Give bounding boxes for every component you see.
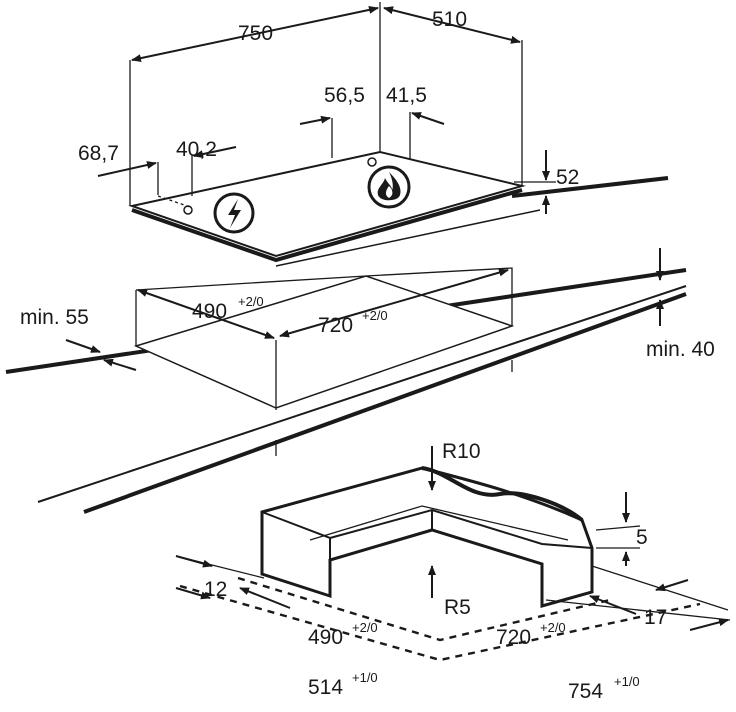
min-front-dim: [65, 339, 101, 353]
min-front-label: min. 55: [20, 306, 89, 329]
cutout-depth-label: 490: [192, 300, 227, 323]
depth-outer-tol: +1/0: [352, 670, 378, 685]
rim-left-dim: [239, 587, 291, 609]
back-offset-label: 56,5: [324, 84, 365, 107]
min-below-label: min. 40: [646, 338, 715, 361]
left-offset-label: 68,7: [78, 142, 119, 165]
hob-drawing: 750 510 68,7 40,2 56,5 41,5 52: [78, 2, 669, 267]
width-dim-line: [131, 5, 379, 63]
cutout-outline: [133, 275, 515, 409]
cutout-depth-tol: +2/0: [238, 294, 264, 309]
min-front-dim: [103, 358, 137, 371]
inner-outline: [237, 576, 611, 642]
worktop-bottom-edge: [275, 209, 541, 267]
frame-body: [260, 466, 594, 608]
rim-right-label: 17: [644, 606, 667, 629]
cutout-width-label: 720: [318, 314, 353, 337]
left-offset-dim: [97, 161, 157, 177]
left-pipe-dim: [193, 146, 237, 159]
back-offset-dim: [299, 115, 331, 125]
depth-outer-label: 514: [308, 676, 343, 699]
width-outer-dim: [689, 618, 729, 631]
ext-line: [545, 599, 731, 621]
worktop-top-edge: [511, 176, 669, 198]
seal-detail-drawing: R10 R5 5 12 17 490 +2/0 720 +2/0 514 +1/…: [175, 440, 731, 703]
depth-dim-line: [383, 6, 521, 44]
cutout-width-dim: [279, 268, 509, 338]
hob-width-label: 750: [238, 22, 273, 45]
hob-plate: [128, 150, 526, 258]
depth-inner-label: 490: [308, 626, 343, 649]
width-inner-label: 720: [496, 626, 531, 649]
rim-left-label: 12: [204, 578, 227, 601]
flame-icon: [367, 165, 411, 209]
ext-line: [595, 525, 641, 531]
hob-height-label: 52: [556, 166, 579, 189]
worktop-cutout-drawing: 490 +2/0 720 +2/0 min. 55 min. 40: [5, 248, 715, 514]
connection-point: [367, 157, 377, 167]
back-pipe-dim: [411, 112, 445, 125]
hob-depth-label: 510: [432, 8, 467, 31]
rim-right-dim: [589, 595, 637, 615]
worktop-edge: [83, 292, 687, 514]
radius-top-label: R10: [442, 440, 481, 463]
width-outer-tol: +1/0: [614, 674, 640, 689]
connection-point: [183, 205, 193, 215]
rim-left-dim: [175, 555, 213, 568]
width-outer-label: 754: [568, 680, 603, 703]
cutout-depth-dim: [137, 289, 275, 339]
cutout-width-tol: +2/0: [362, 308, 388, 323]
hob-edge: [131, 188, 523, 263]
rim-right-dim: [655, 579, 689, 592]
frame-step: [309, 505, 569, 541]
depth-inner-tol: +2/0: [352, 620, 378, 635]
outer-outline: [179, 584, 701, 662]
frame-edge: [329, 508, 593, 549]
left-pipe-label: 40,2: [176, 138, 217, 161]
width-inner-tol: +2/0: [540, 620, 566, 635]
back-pipe-label: 41,5: [386, 84, 427, 107]
radius-inner-label: R5: [444, 596, 471, 619]
lightning-bolt-icon: [213, 192, 255, 234]
rim-left-dim: [175, 587, 211, 600]
frame-break: [421, 466, 584, 522]
seal-label: 5: [636, 526, 648, 549]
worktop-edge: [37, 285, 687, 503]
